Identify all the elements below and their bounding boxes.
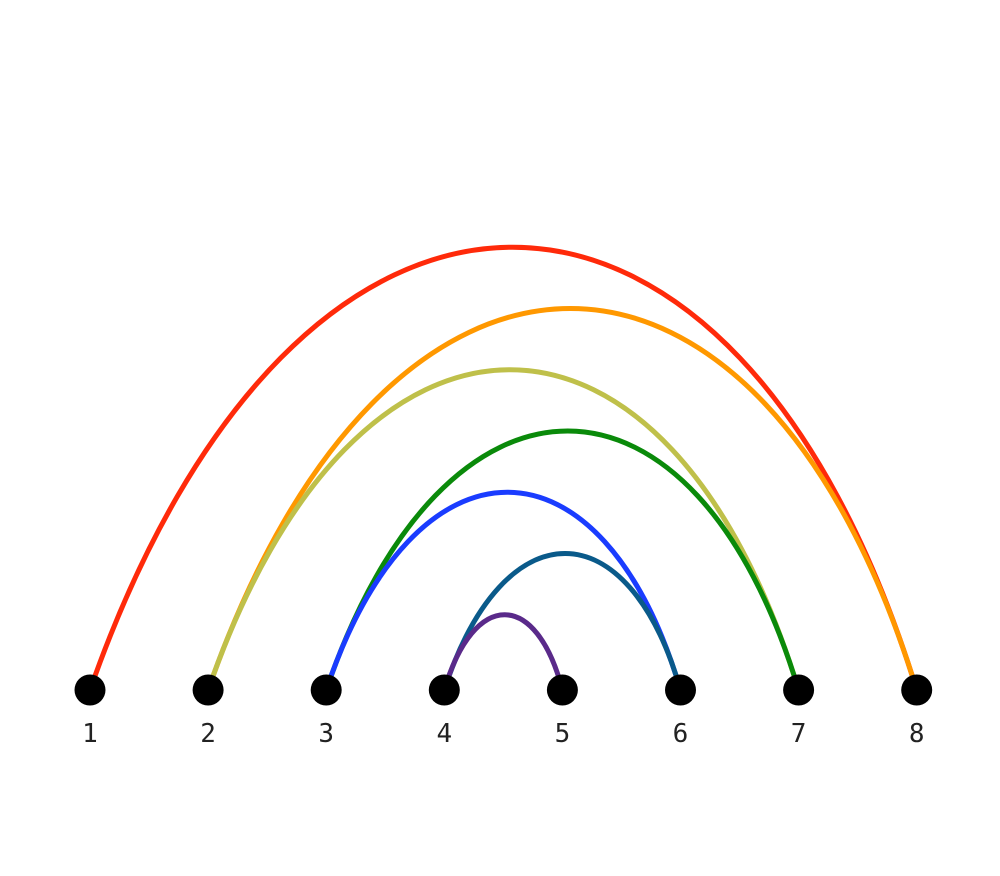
node-4 bbox=[428, 674, 460, 706]
labels-layer: 1 2 3 4 5 6 7 8 bbox=[82, 719, 924, 749]
arcs-layer bbox=[87, 244, 920, 693]
node-label-3: 3 bbox=[318, 719, 334, 749]
nodes-layer bbox=[74, 674, 933, 706]
node-label-4: 4 bbox=[436, 719, 452, 749]
arc-1-8 bbox=[87, 244, 920, 693]
node-7 bbox=[783, 674, 815, 706]
node-label-1: 1 bbox=[82, 719, 98, 749]
arc-3-7 bbox=[323, 428, 802, 693]
node-label-6: 6 bbox=[673, 719, 689, 749]
arc-4-6 bbox=[441, 551, 683, 693]
arc-4-5 bbox=[441, 612, 565, 693]
node-2 bbox=[192, 674, 224, 706]
node-label-8: 8 bbox=[909, 719, 925, 749]
arc-3-6 bbox=[323, 489, 683, 693]
node-label-7: 7 bbox=[791, 719, 807, 749]
node-6 bbox=[665, 674, 696, 706]
node-3 bbox=[310, 674, 342, 706]
node-label-2: 2 bbox=[200, 719, 216, 749]
node-5 bbox=[546, 674, 578, 706]
arc-2-7 bbox=[205, 367, 802, 693]
node-8 bbox=[901, 674, 933, 706]
node-label-5: 5 bbox=[555, 719, 571, 749]
arc-2-8 bbox=[205, 306, 920, 693]
node-1 bbox=[74, 674, 106, 706]
